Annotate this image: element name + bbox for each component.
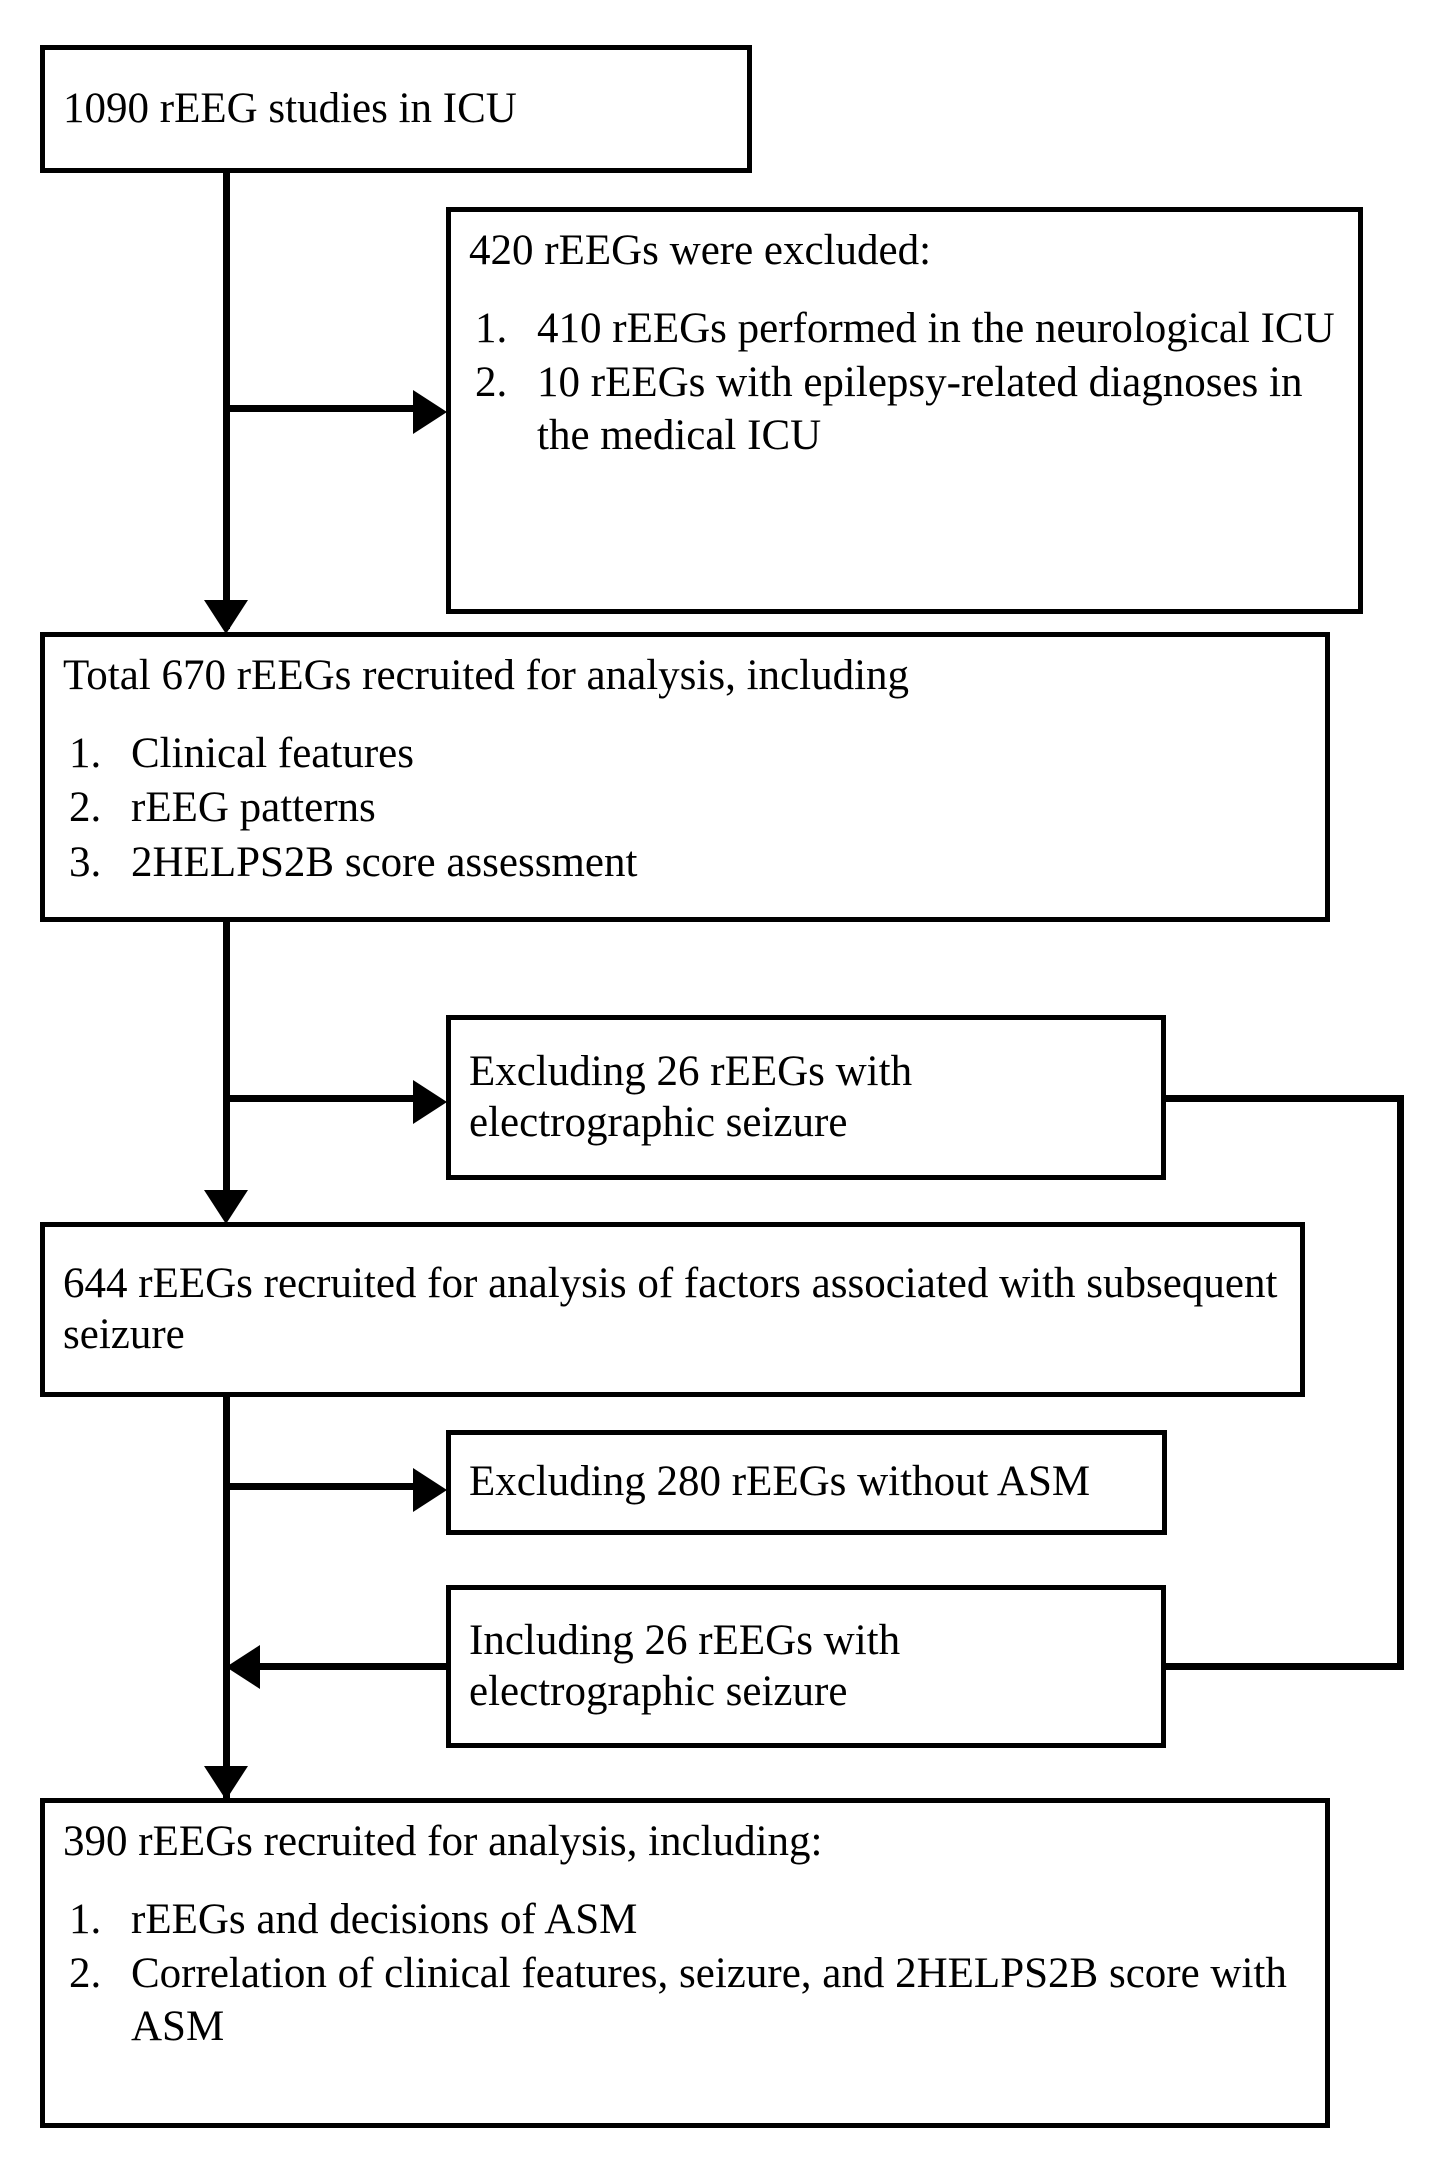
node-recruited-644-headline: 644 rEEGs recruited for analysis of fact… (63, 1259, 1278, 1358)
list-item: 1. rEEGs and decisions of ASM (63, 1894, 1307, 1946)
node-recruited-670-list: 1. Clinical features 2. rEEG patterns 3.… (63, 728, 1307, 889)
list-item-number: 1. (69, 1895, 102, 1943)
connector-branch-to-excluded-420 (223, 405, 423, 412)
list-item: 3. 2HELPS2B score assessment (63, 837, 1307, 889)
node-total-screened-headline: 1090 rEEG studies in ICU (63, 84, 517, 132)
list-item-text: 410 rEEGs performed in the neurological … (537, 304, 1335, 352)
list-item-text: rEEGs and decisions of ASM (131, 1895, 638, 1943)
arrowhead-to-excluded-420 (413, 390, 447, 434)
list-item-text: Clinical features (131, 729, 414, 777)
connector-branch-to-excluding-280 (223, 1483, 423, 1490)
connector-spine-3 (223, 1395, 230, 1800)
connector-bypass-top (1164, 1095, 1404, 1102)
arrowhead-to-recruited-390 (204, 1766, 248, 1800)
connector-bypass-vertical (1397, 1095, 1404, 1670)
node-recruited-390[interactable]: 390 rEEGs recruited for analysis, includ… (40, 1798, 1330, 2128)
list-item-text: 2HELPS2B score assessment (131, 838, 638, 886)
node-excluded-420[interactable]: 420 rEEGs were excluded: 1. 410 rEEGs pe… (446, 207, 1363, 614)
arrowhead-merge-including-26 (226, 1645, 260, 1689)
node-excluding-280-no-asm-headline: Excluding 280 rEEGs without ASM (469, 1458, 1091, 1506)
node-excluded-420-list: 1. 410 rEEGs performed in the neurologic… (469, 303, 1340, 462)
list-item-number: 2. (69, 784, 102, 832)
node-excluding-280-no-asm[interactable]: Excluding 280 rEEGs without ASM (446, 1430, 1167, 1535)
list-item-number: 2. (475, 359, 508, 407)
list-item-text: rEEG patterns (131, 784, 376, 832)
node-excluding-26-seizure-headline: Excluding 26 rEEGs with electrographic s… (469, 1047, 913, 1146)
list-item-number: 1. (69, 729, 102, 777)
connector-branch-to-excluding-26 (223, 1095, 423, 1102)
node-including-26-seizure-headline: Including 26 rEEGs with electrographic s… (469, 1616, 901, 1715)
node-including-26-seizure[interactable]: Including 26 rEEGs with electrographic s… (446, 1585, 1166, 1748)
node-recruited-670[interactable]: Total 670 rEEGs recruited for analysis, … (40, 632, 1330, 922)
list-item-number: 1. (475, 304, 508, 352)
connector-spine-2 (223, 920, 230, 1192)
list-item-number: 2. (69, 1950, 102, 1998)
list-item-number: 3. (69, 838, 102, 886)
list-item: 2. Correlation of clinical features, sei… (63, 1948, 1307, 2053)
list-item-text: 10 rEEGs with epilepsy-related diagnoses… (537, 359, 1303, 459)
arrowhead-to-excluding-26 (413, 1080, 447, 1124)
list-item: 2. rEEG patterns (63, 782, 1307, 834)
node-total-screened[interactable]: 1090 rEEG studies in ICU (40, 45, 752, 173)
arrowhead-to-recruited-670 (204, 600, 248, 634)
connector-bypass-bottom (1164, 1663, 1404, 1670)
list-item: 1. Clinical features (63, 728, 1307, 780)
arrowhead-to-excluding-280 (413, 1468, 447, 1512)
node-recruited-390-headline: 390 rEEGs recruited for analysis, includ… (63, 1818, 823, 1865)
connector-spine-1 (223, 171, 230, 629)
connector-merge-including-26 (255, 1663, 450, 1670)
arrowhead-to-recruited-644 (204, 1190, 248, 1224)
node-excluding-26-seizure[interactable]: Excluding 26 rEEGs with electrographic s… (446, 1015, 1166, 1180)
list-item-text: Correlation of clinical features, seizur… (131, 1950, 1287, 2050)
node-recruited-670-headline: Total 670 rEEGs recruited for analysis, … (63, 652, 910, 699)
list-item: 2. 10 rEEGs with epilepsy-related diagno… (469, 357, 1340, 462)
node-recruited-644[interactable]: 644 rEEGs recruited for analysis of fact… (40, 1222, 1305, 1397)
node-recruited-390-list: 1. rEEGs and decisions of ASM 2. Correla… (63, 1894, 1307, 2053)
node-excluded-420-headline: 420 rEEGs were excluded: (469, 227, 932, 274)
list-item: 1. 410 rEEGs performed in the neurologic… (469, 303, 1340, 355)
